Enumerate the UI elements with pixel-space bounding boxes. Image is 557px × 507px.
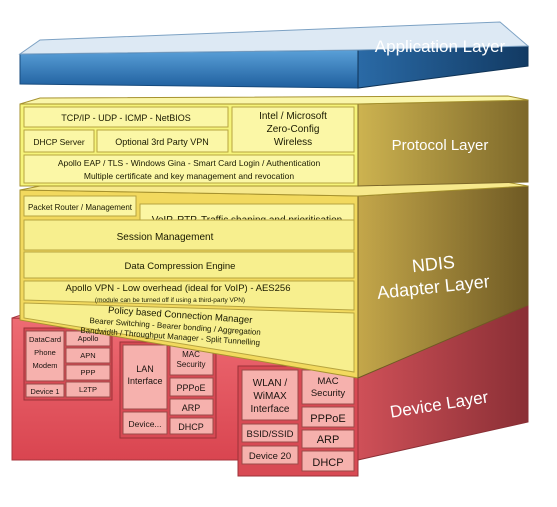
data-compression: Data Compression Engine	[125, 261, 236, 272]
device3-protocol-pppoe: PPPoE	[310, 413, 345, 425]
packet-router: Packet Router / Management	[28, 203, 133, 212]
device1-protocol-apn: APN	[80, 351, 95, 360]
apollo-vpn-note: (module can be turned off if using a thi…	[95, 297, 245, 304]
device2-footer: Device...	[128, 419, 161, 429]
tcp-ip-row: TCP/IP - UDP - ICMP - NetBIOS	[61, 113, 191, 123]
device2-protocol-dhcp: DHCP	[178, 422, 204, 432]
device2-protocol-arp: ARP	[182, 403, 201, 413]
device3-bsid-ssid: BSID/SSID	[247, 429, 294, 440]
device1-main-line-1: DataCard	[29, 335, 61, 344]
device2-protocol-pppoe: PPPoE	[176, 383, 205, 393]
protocol-layer: Protocol Layer TCP/IP - UDP - ICMP - Net…	[19, 95, 529, 187]
apollo-vpn: Apollo VPN - Low overhead (ideal for VoI…	[66, 283, 291, 294]
device1-protocol-apollo: Apollo	[78, 334, 99, 343]
device1-protocol-l2tp: L2TP	[79, 385, 97, 394]
device3-protocol-arp: ARP	[317, 434, 340, 446]
auth-line-2: Multiple certificate and key management …	[84, 171, 295, 181]
application-layer: Application Layer	[18, 21, 530, 89]
device2-main-line-1: LAN	[136, 364, 154, 374]
device3-protocol-dhcp: DHCP	[312, 457, 343, 469]
dhcp-server: DHCP Server	[33, 137, 84, 147]
device3-main-line-3: Interface	[251, 404, 290, 415]
device1-protocol-ppp: PPP	[80, 368, 95, 377]
optional-vpn: Optional 3rd Party VPN	[115, 137, 209, 147]
ndis-adapter-layer: NDIS Adapter Layer Packet Router / Manag…	[19, 181, 529, 379]
device-group-wlan: WLAN / WiMAX Interface BSID/SSID Device …	[237, 365, 359, 477]
session-management: Session Management	[117, 232, 214, 243]
device1-main-line-2: Phone	[34, 348, 56, 357]
intel-line-2: Zero-Config	[267, 124, 320, 135]
device3-main-line-2: WiMAX	[253, 391, 287, 402]
device-group-datacard: DataCard Phone Modem Device 1 Apollo APN…	[23, 327, 113, 401]
intel-line-3: Wireless	[274, 137, 312, 148]
intel-line-1: Intel / Microsoft	[259, 111, 327, 122]
auth-line-1: Apollo EAP / TLS - Windows Gina - Smart …	[58, 158, 321, 168]
device3-main-line-1: WLAN /	[253, 378, 288, 389]
application-layer-label: Application Layer	[375, 37, 506, 56]
device2-main-line-2: Interface	[127, 376, 162, 386]
device1-main-line-3: Modem	[32, 361, 57, 370]
ndis-label-line-1: NDIS	[411, 252, 456, 276]
device1-footer: Device 1	[30, 387, 59, 396]
device3-footer: Device 20	[249, 451, 291, 462]
protocol-layer-label: Protocol Layer	[392, 137, 489, 154]
